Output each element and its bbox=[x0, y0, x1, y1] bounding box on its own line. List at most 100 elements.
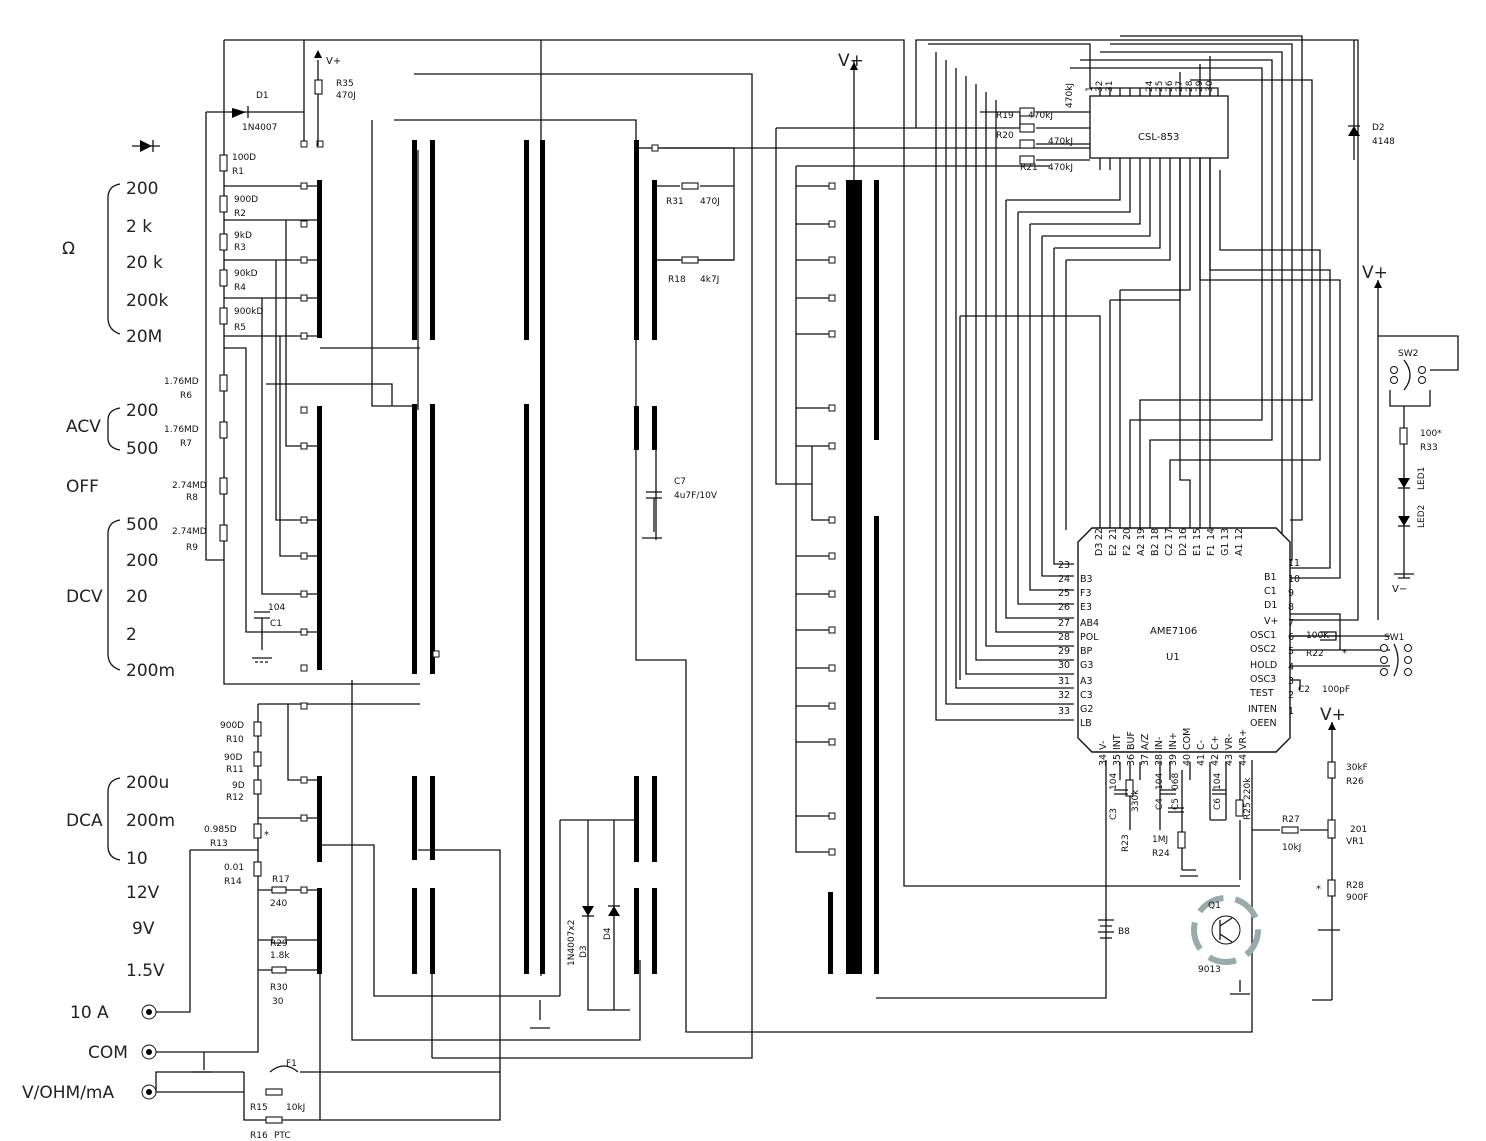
resistor-r12 bbox=[253, 779, 262, 795]
svg-text:OSC3: OSC3 bbox=[1250, 674, 1276, 685]
svg-text:3: 3 bbox=[1288, 676, 1294, 687]
switch-bar bbox=[412, 888, 417, 974]
svg-text:31: 31 bbox=[1105, 81, 1115, 92]
svg-text:100*: 100* bbox=[1420, 429, 1442, 439]
svg-text:D1: D1 bbox=[1264, 600, 1277, 611]
svg-text:R9: R9 bbox=[186, 543, 198, 553]
capacitor-c4 bbox=[1160, 789, 1176, 795]
resistor-r25 bbox=[1235, 799, 1244, 817]
lcd-display bbox=[1019, 87, 1229, 170]
svg-text:C3: C3 bbox=[1109, 808, 1119, 820]
contact-pads bbox=[300, 140, 836, 894]
switch-bar bbox=[634, 888, 639, 974]
svg-text:OSC1: OSC1 bbox=[1250, 630, 1276, 641]
svg-text:R17: R17 bbox=[272, 875, 290, 885]
svg-text:39: 39 bbox=[1168, 754, 1179, 766]
svg-text:*: * bbox=[264, 830, 269, 841]
svg-text:R13: R13 bbox=[210, 839, 228, 849]
svg-text:220k: 220k bbox=[1243, 777, 1253, 800]
fuse-f1 bbox=[269, 1065, 299, 1073]
svg-text:*: * bbox=[1316, 884, 1321, 895]
svg-text:V+: V+ bbox=[1264, 616, 1278, 627]
svg-text:7: 7 bbox=[1288, 618, 1294, 629]
resistor-r11 bbox=[253, 751, 262, 767]
switch-bar bbox=[430, 404, 435, 674]
svg-text:2.74MD: 2.74MD bbox=[172, 481, 207, 491]
svg-text:4k7J: 4k7J bbox=[700, 275, 719, 285]
svg-text:23: 23 bbox=[1058, 560, 1070, 571]
dcv-range-2: 2 bbox=[126, 625, 137, 645]
svg-text:27: 27 bbox=[1058, 618, 1070, 629]
svg-text:24: 24 bbox=[1145, 80, 1155, 92]
svg-text:201: 201 bbox=[1350, 825, 1367, 835]
svg-text:R10: R10 bbox=[226, 735, 244, 745]
svg-text:900kD: 900kD bbox=[234, 307, 263, 317]
resistor-r30 bbox=[271, 966, 287, 974]
svg-text:R5: R5 bbox=[234, 323, 246, 333]
svg-text:OSC2: OSC2 bbox=[1250, 644, 1276, 655]
switch-bar bbox=[317, 776, 322, 862]
svg-text:19: 19 bbox=[1136, 528, 1147, 540]
svg-text:31: 31 bbox=[1058, 676, 1070, 687]
right-wiring bbox=[660, 35, 1459, 1001]
svg-text:0.985D: 0.985D bbox=[204, 825, 237, 835]
svg-text:30: 30 bbox=[1058, 660, 1070, 671]
svg-text:F2: F2 bbox=[1122, 544, 1133, 556]
ohm-symbol: Ω bbox=[62, 239, 75, 259]
svg-text:90D: 90D bbox=[224, 753, 242, 763]
resistor-r29 bbox=[271, 936, 287, 944]
battery-range-9v: 9V bbox=[132, 919, 155, 939]
svg-text:IN+: IN+ bbox=[1168, 732, 1179, 750]
svg-text:10: 10 bbox=[1288, 574, 1300, 585]
dcv-range-20: 20 bbox=[126, 587, 148, 607]
svg-text:TEST: TEST bbox=[1249, 688, 1274, 699]
svg-text:C5: C5 bbox=[1171, 798, 1181, 810]
switch-bar bbox=[524, 140, 529, 340]
svg-text:9: 9 bbox=[1288, 588, 1294, 599]
svg-text:C2: C2 bbox=[1164, 543, 1175, 556]
svg-text:IN-: IN- bbox=[1154, 737, 1165, 750]
resistor-r14 bbox=[253, 861, 262, 877]
acv-range-500: 500 bbox=[126, 439, 158, 459]
svg-text:OEEN: OEEN bbox=[1250, 718, 1277, 729]
svg-text:1.76MD: 1.76MD bbox=[164, 377, 199, 387]
resistor-r5 bbox=[219, 307, 228, 325]
svg-text:F1: F1 bbox=[1206, 544, 1217, 556]
svg-text:E2: E2 bbox=[1108, 544, 1119, 556]
svg-text:R21: R21 bbox=[1020, 163, 1038, 173]
svg-text:R11: R11 bbox=[226, 765, 244, 775]
svg-text:12: 12 bbox=[1234, 528, 1245, 540]
svg-text:HOLD: HOLD bbox=[1250, 660, 1277, 671]
switch-bar bbox=[652, 180, 657, 340]
svg-text:11: 11 bbox=[1288, 558, 1300, 569]
svg-text:37: 37 bbox=[1140, 754, 1151, 766]
diode-d4-icon bbox=[608, 906, 620, 916]
svg-text:4: 4 bbox=[1288, 662, 1294, 673]
svg-text:17: 17 bbox=[1164, 528, 1175, 540]
svg-text:28: 28 bbox=[1185, 80, 1195, 92]
dcv-label: DCV bbox=[66, 587, 103, 607]
svg-text:LB: LB bbox=[1080, 718, 1092, 729]
resistor-r2 bbox=[219, 195, 228, 213]
svg-text:10kJ: 10kJ bbox=[286, 1103, 305, 1113]
svg-text:104: 104 bbox=[1155, 773, 1165, 790]
svg-text:100pF: 100pF bbox=[1322, 685, 1350, 695]
svg-text:B3: B3 bbox=[1080, 574, 1093, 585]
ic-u1 bbox=[1077, 527, 1341, 753]
resistor-r27 bbox=[1281, 826, 1299, 834]
svg-text:27: 27 bbox=[1175, 81, 1185, 92]
svg-text:40: 40 bbox=[1182, 754, 1193, 766]
acv-range-200: 200 bbox=[126, 401, 158, 421]
svg-text:470kJ: 470kJ bbox=[1065, 83, 1075, 108]
svg-text:F1: F1 bbox=[286, 1059, 297, 1069]
switch-bar bbox=[524, 404, 529, 974]
svg-text:SW2: SW2 bbox=[1398, 349, 1418, 359]
capacitor-c3 bbox=[1114, 789, 1128, 795]
lcd-body bbox=[1089, 95, 1229, 159]
resistor-r1 bbox=[219, 154, 228, 172]
switch-bar bbox=[874, 516, 879, 974]
switch-bar bbox=[412, 140, 417, 340]
resistor-r17 bbox=[271, 886, 287, 894]
bracket bbox=[107, 183, 121, 335]
svg-text:Q1: Q1 bbox=[1208, 901, 1221, 911]
